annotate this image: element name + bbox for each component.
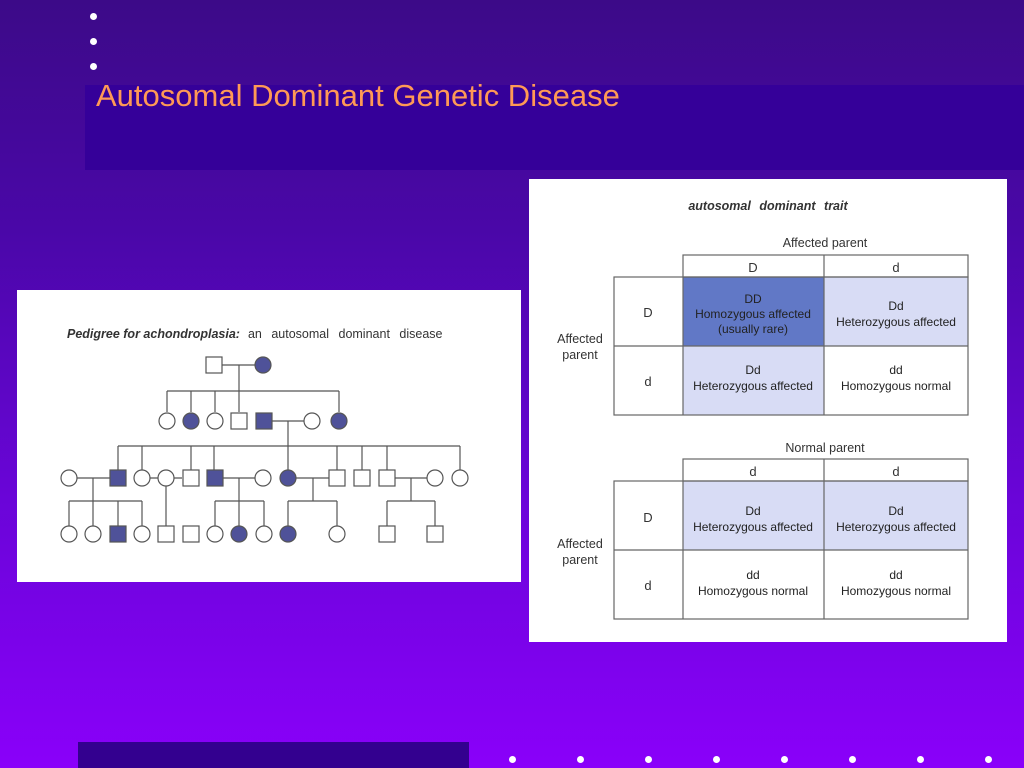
pedigree-female-unaffected: [60, 525, 78, 543]
pedigree-female-affected: [279, 525, 297, 543]
table2-cell-1-bg: [683, 481, 824, 550]
pedigree-panel: Pedigree for achondroplasia: an autosomal…: [17, 290, 521, 582]
table2-cell-3-geno: dd: [746, 568, 759, 582]
pedigree-female-unaffected: [303, 412, 321, 430]
pedigree-male-affected: [255, 412, 273, 430]
bullet-dot: [90, 38, 97, 45]
table1-cell-1-geno: DD: [744, 292, 762, 306]
table2-cell-2-bg: [824, 481, 968, 550]
pedigree-title: Pedigree for achondroplasia: an autosomal…: [67, 327, 442, 341]
table1-side-label-2: parent: [562, 348, 598, 362]
pedigree-lines: [68, 364, 461, 526]
pedigree-male-unaffected: [353, 469, 371, 487]
pedigree-female-unaffected: [206, 525, 224, 543]
pedigree-female-unaffected: [254, 469, 272, 487]
pedigree-male-unaffected: [378, 469, 396, 487]
table2-row-2: d: [644, 578, 651, 593]
pedigree-female-unaffected: [60, 469, 78, 487]
table1-row-2: d: [644, 374, 651, 389]
table2-top-label: Normal parent: [785, 441, 865, 455]
table2-grid: [613, 458, 969, 620]
table1-cell-DD-bg: [683, 277, 824, 346]
footer-dot: [577, 756, 584, 763]
pedigree-female-unaffected: [158, 412, 176, 430]
table2-side-label-1: Affected: [557, 537, 603, 551]
table1-cell-2-desc: Heterozygous affected: [836, 315, 956, 329]
table1-cell-Dd2-bg: [683, 346, 824, 415]
table1-top-label: Affected parent: [783, 236, 868, 250]
pedigree-female-unaffected: [133, 469, 151, 487]
footer-dot: [917, 756, 924, 763]
pedigree-male-affected: [206, 469, 224, 487]
table2-col-1: d: [749, 464, 756, 479]
table1-cell-1-desc: Homozygous affected: [695, 307, 811, 321]
punnett-table-1: Affected parent Affected parent D d D d …: [557, 236, 969, 416]
footer-dot: [645, 756, 652, 763]
pedigree-male-unaffected: [230, 412, 248, 430]
table1-cell-4-desc: Homozygous normal: [841, 379, 951, 393]
table1-cell-Dd-bg: [824, 277, 968, 346]
table1-cell-1-note: (usually rare): [718, 322, 788, 336]
pedigree-title-bold: Pedigree for achondroplasia:: [67, 327, 240, 341]
table2-cell-2-geno: Dd: [888, 504, 903, 518]
table2-col-2: d: [892, 464, 899, 479]
footer-dot: [781, 756, 788, 763]
pedigree-male-unaffected: [205, 356, 223, 374]
footer-dot: [849, 756, 856, 763]
punnett-table-2: Normal parent Affected parent d d D d Dd…: [557, 441, 969, 620]
punnett-heading: autosomal dominant trait: [688, 199, 848, 213]
table2-cell-2-desc: Heterozygous affected: [836, 520, 956, 534]
pedigree-male-unaffected: [157, 525, 175, 543]
table2-side-label-2: parent: [562, 553, 598, 567]
punnett-diagram: autosomal dominant trait Affected parent…: [557, 199, 969, 620]
pedigree-female-affected: [330, 412, 348, 430]
table1-grid: [613, 254, 969, 416]
punnett-panel: autosomal dominant trait Affected parent…: [529, 179, 1007, 642]
table1-col-1: D: [748, 260, 757, 275]
footer-dot: [509, 756, 516, 763]
table2-cell-1-geno: Dd: [745, 504, 760, 518]
table1-col-2: d: [892, 260, 899, 275]
pedigree-female-unaffected: [133, 525, 151, 543]
pedigree-female-unaffected: [255, 525, 273, 543]
table1-cell-3-desc: Heterozygous affected: [693, 379, 813, 393]
pedigree-female-unaffected: [426, 469, 444, 487]
footer-dot: [713, 756, 720, 763]
pedigree-male-unaffected: [182, 525, 200, 543]
pedigree-male-unaffected: [182, 469, 200, 487]
table1-row-1: D: [643, 305, 652, 320]
table2-cell-3-desc: Homozygous normal: [698, 584, 808, 598]
table1-cell-4-geno: dd: [889, 363, 902, 377]
table1-cell-2-geno: Dd: [888, 299, 903, 313]
pedigree-individuals: [60, 356, 469, 543]
title-band: [85, 85, 1024, 170]
pedigree-chart: [60, 356, 469, 543]
pedigree-female-affected: [182, 412, 200, 430]
pedigree-title-rest: an autosomal dominant disease: [247, 327, 443, 341]
table2-cell-4-geno: dd: [889, 568, 902, 582]
table1-cell-3-geno: Dd: [745, 363, 760, 377]
pedigree-female-affected: [230, 525, 248, 543]
pedigree-female-unaffected: [328, 525, 346, 543]
table2-row-1: D: [643, 510, 652, 525]
pedigree-male-affected: [109, 469, 127, 487]
table2-cell-4-desc: Homozygous normal: [841, 584, 951, 598]
bullet-dot: [90, 13, 97, 20]
bullet-dot: [90, 63, 97, 70]
table1-side-label-1: Affected: [557, 332, 603, 346]
pedigree-female-unaffected: [451, 469, 469, 487]
pedigree-female-unaffected: [157, 469, 175, 487]
pedigree-male-affected: [109, 525, 127, 543]
table2-cell-1-desc: Heterozygous affected: [693, 520, 813, 534]
pedigree-male-unaffected: [426, 525, 444, 543]
pedigree-female-unaffected: [84, 525, 102, 543]
footer-dot: [985, 756, 992, 763]
pedigree-female-affected: [254, 356, 272, 374]
pedigree-male-unaffected: [378, 525, 396, 543]
slide-title: Autosomal Dominant Genetic Disease: [96, 78, 620, 113]
pedigree-female-unaffected: [206, 412, 224, 430]
footer-band: [78, 742, 469, 768]
pedigree-male-unaffected: [328, 469, 346, 487]
pedigree-female-affected: [279, 469, 297, 487]
